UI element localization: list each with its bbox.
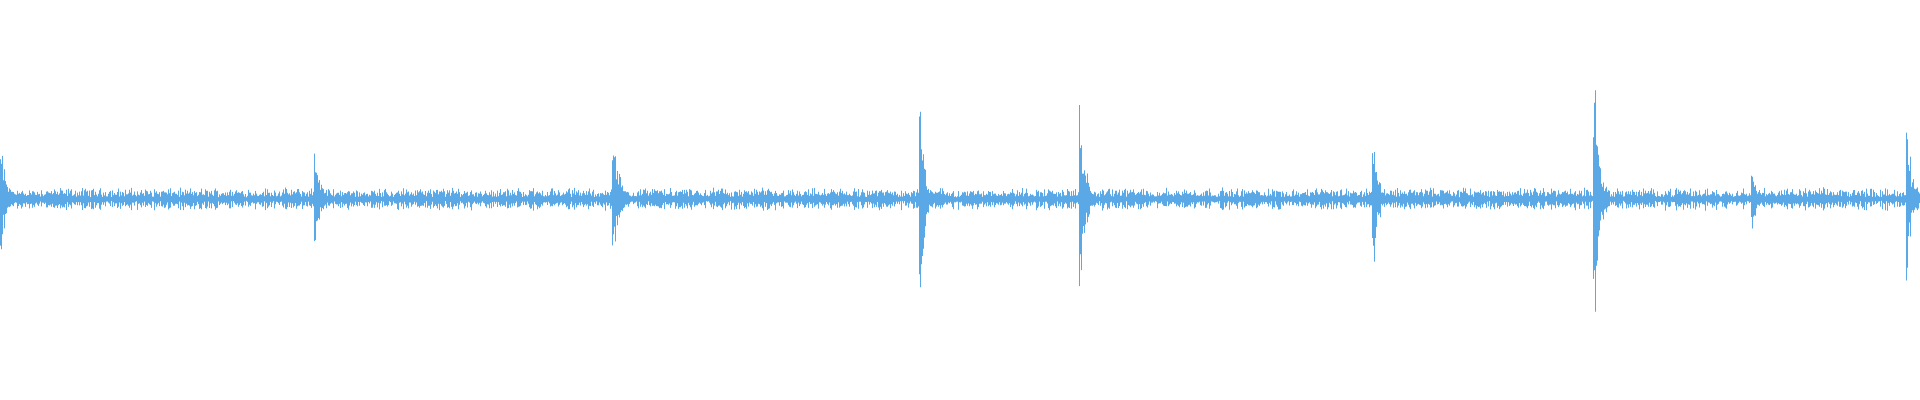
waveform-trace [0,90,1920,312]
